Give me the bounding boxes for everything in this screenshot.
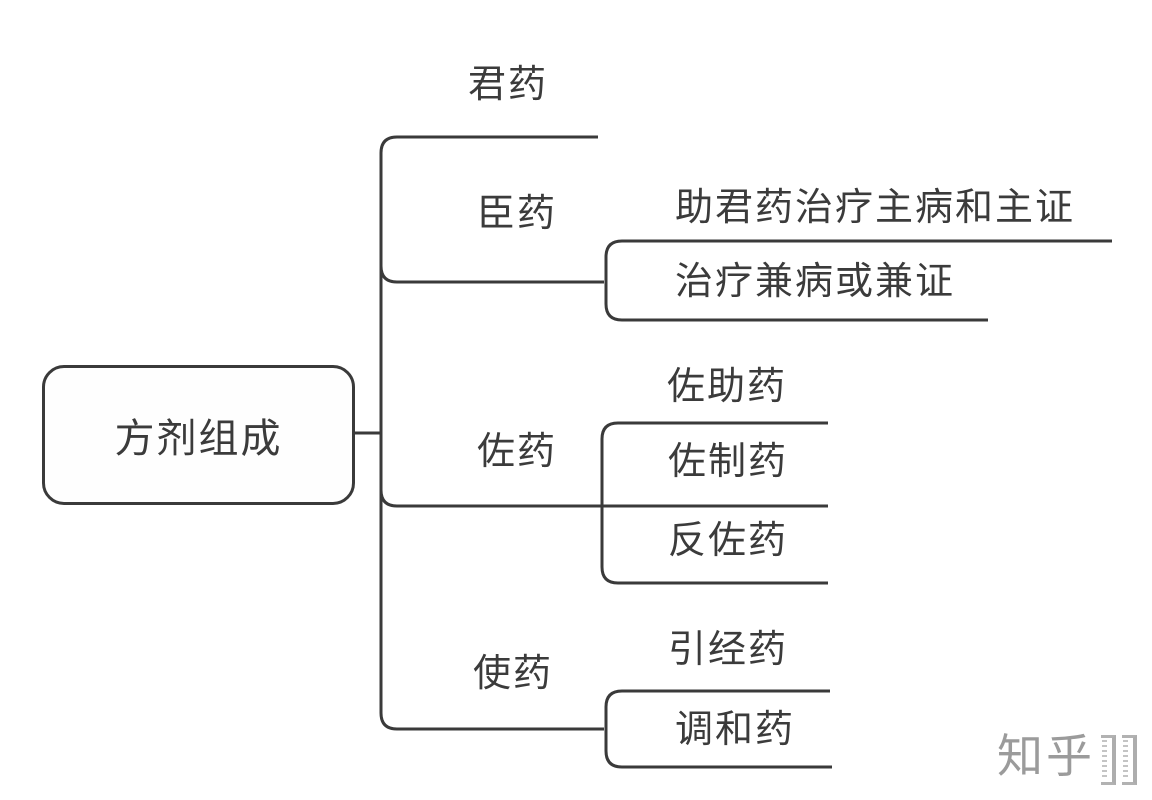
child-label-shi-2: 调和药 bbox=[675, 709, 796, 751]
watermark-vertical-bar-icon bbox=[1101, 735, 1116, 785]
zhihu-watermark-text: 知乎 bbox=[997, 730, 1095, 782]
child-label-zuo-1: 佐助药 bbox=[667, 366, 788, 408]
root-node-label: 方剂组成 bbox=[114, 417, 283, 461]
bracket-chenyao bbox=[604, 239, 623, 322]
child-label-chen-2: 治疗兼病或兼证 bbox=[675, 261, 956, 303]
branch-line-zuoyao bbox=[379, 489, 828, 508]
zhihu-watermark: 知乎 bbox=[997, 733, 1137, 785]
branch-label-chenyao: 臣药 bbox=[477, 193, 558, 235]
child-label-shi-1: 引经药 bbox=[668, 629, 789, 671]
trunk-line bbox=[379, 135, 398, 731]
bracket-shiyao bbox=[604, 689, 623, 769]
child-label-zuo-3: 反佐药 bbox=[668, 520, 789, 562]
root-node: 方剂组成 bbox=[42, 365, 355, 505]
branch-label-junyao: 君药 bbox=[468, 64, 549, 106]
child-label-chen-1: 助君药治疗主病和主证 bbox=[675, 187, 1076, 229]
branch-line-chenyao bbox=[379, 265, 604, 284]
child-label-zuo-2: 佐制药 bbox=[668, 441, 789, 483]
branch-label-shiyao: 使药 bbox=[473, 653, 554, 695]
watermark-vertical-bar-icon bbox=[1122, 735, 1137, 785]
branch-label-zuoyao: 佐药 bbox=[477, 431, 558, 473]
bracket-zuoyao bbox=[600, 421, 619, 585]
